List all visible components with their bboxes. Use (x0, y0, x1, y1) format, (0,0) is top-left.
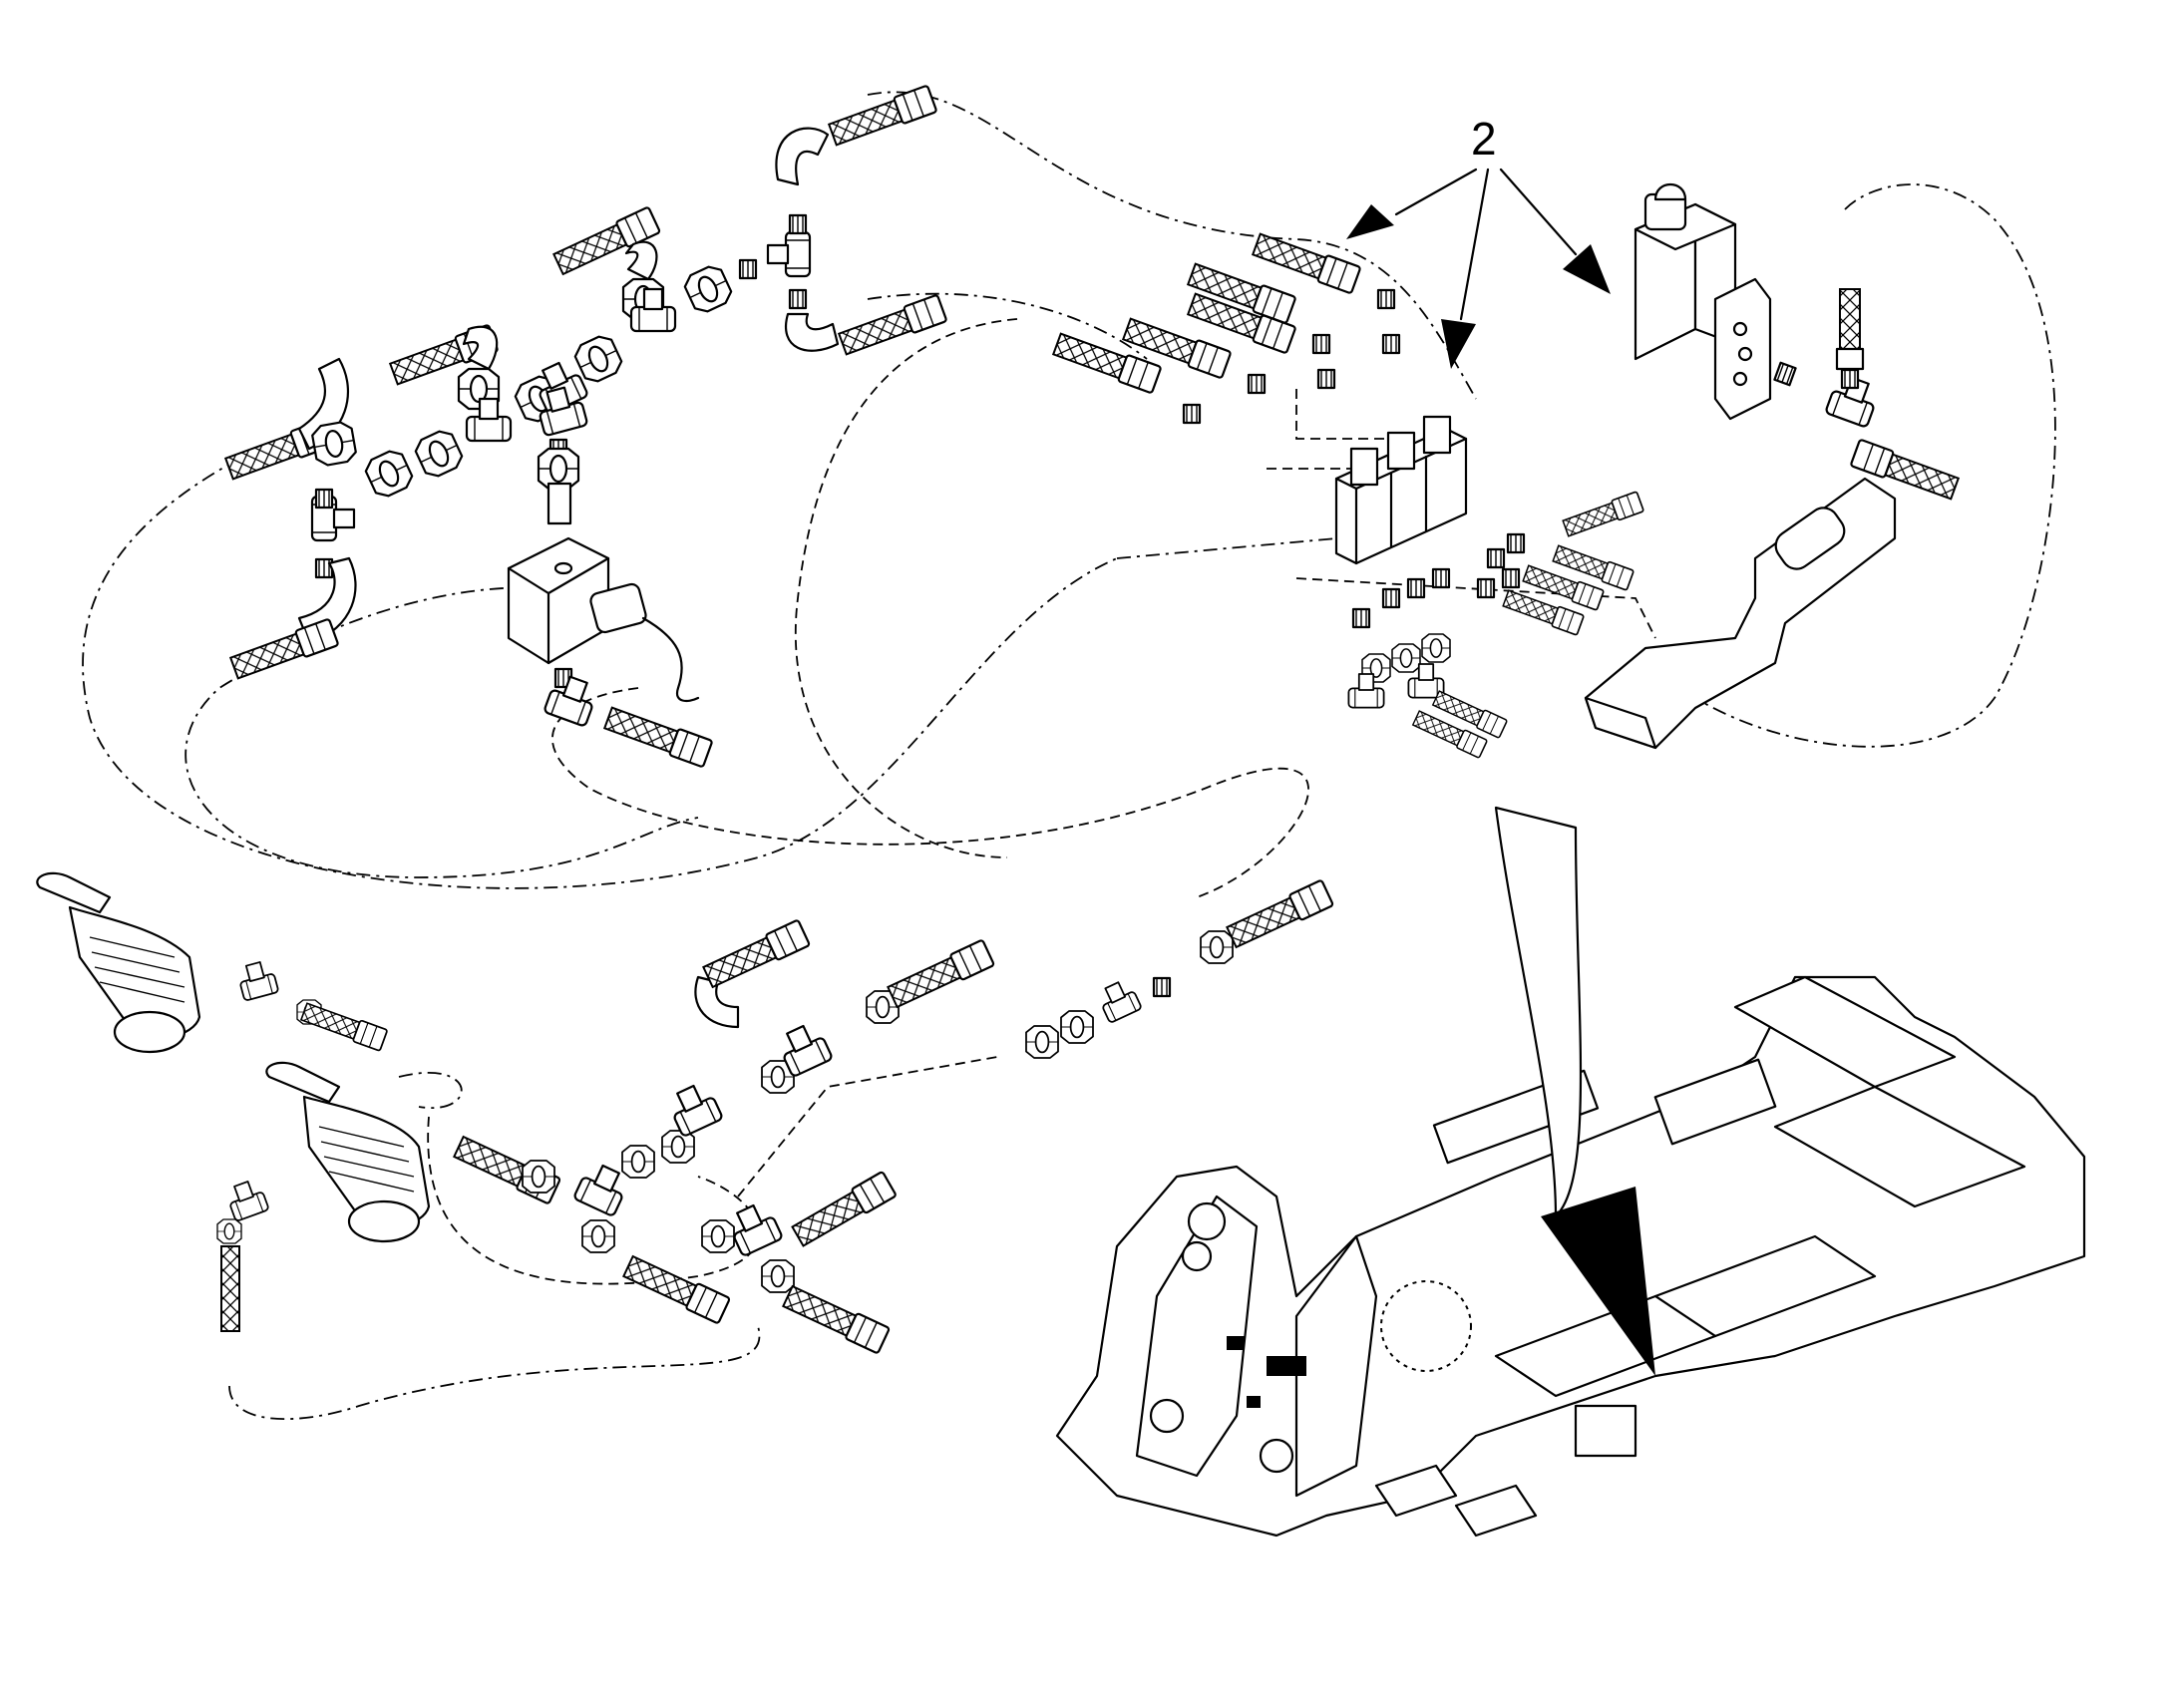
lower-center-fitting-assembly (451, 878, 1335, 1355)
joystick-valve-lower (216, 1061, 431, 1332)
solenoid-valve-stack (1334, 415, 1468, 565)
callout-label: 2 (1471, 113, 1497, 165)
servo-valve (1634, 183, 1961, 504)
hose-routing-lines (82, 91, 2056, 1421)
pressure-switch-block (507, 536, 714, 769)
machine-frame (1055, 806, 2086, 1537)
mounting-bracket (1584, 477, 1897, 750)
joystick-valve-upper (36, 871, 389, 1054)
upper-left-fitting-assembly (223, 84, 948, 683)
valve-manifold-assembly (1051, 229, 1645, 760)
callout-2: 2 (1346, 113, 1611, 369)
